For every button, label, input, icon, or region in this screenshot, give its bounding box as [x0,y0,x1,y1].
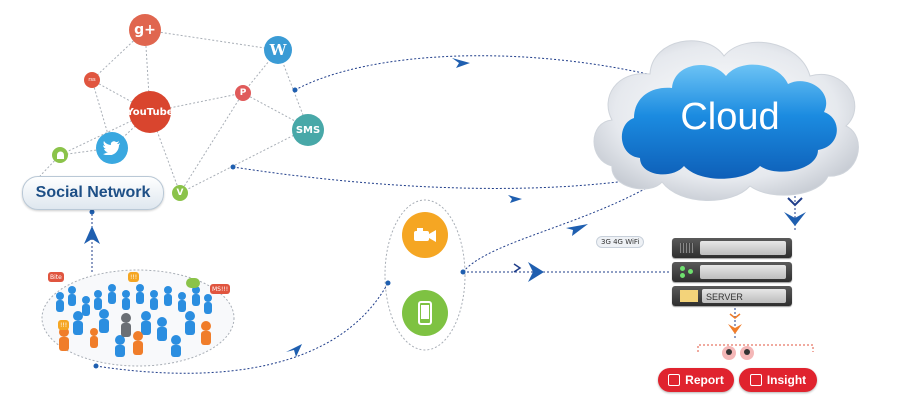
output-bracket [697,344,814,352]
server-label: SERVER [706,292,743,302]
android-icon [52,147,68,163]
pinterest-icon: P [235,85,251,101]
server-panel [700,241,786,255]
server-unit-3 [672,286,792,306]
crowd-bubble-green [186,278,200,288]
server-led [688,269,693,274]
cloud-shape [593,40,859,202]
phone-icon [402,290,448,336]
cloud-label: Cloud [680,96,780,138]
insight-label: Insight [766,373,807,387]
vine-icon: V [172,185,188,201]
wordpress-icon: W [264,36,292,64]
report-button[interactable]: Report [658,368,734,392]
device-oval [384,199,466,351]
camera-icon [402,212,448,258]
social-network-label: Social Network [22,176,164,210]
crowd-bubble-2: !!! [128,272,140,282]
analyst-avatar [722,346,736,360]
crowd-bubble-4: MS!!! [210,284,231,294]
report-icon [668,374,681,386]
report-label: Report [685,373,724,387]
server-panel [700,265,786,279]
youtube-icon: YouTube [126,91,174,133]
flow-arrowheads [84,58,806,357]
data-flow-lines [91,55,796,374]
server-led [680,273,685,278]
google-plus-icon: g+ [129,14,161,46]
insight-button[interactable]: Insight [739,368,817,392]
server-unit-1 [672,238,792,258]
network-badge: 3G 4G WiFi [596,236,645,248]
server-led [680,266,685,271]
twitter-icon [96,132,128,164]
orange-arrows [728,313,742,334]
server-panel [702,289,786,303]
server-folder [680,290,698,302]
rss-icon: rss [84,72,100,88]
server-vent [680,243,694,253]
crowd-bubble-3: !!! [58,320,70,330]
crowd-people [56,284,212,357]
analyst-avatar [740,346,754,360]
sms-icon: SMS [292,114,324,146]
server-unit-2 [672,262,792,282]
crowd-bubble-1: Bite [48,272,64,282]
insight-icon [749,374,762,386]
